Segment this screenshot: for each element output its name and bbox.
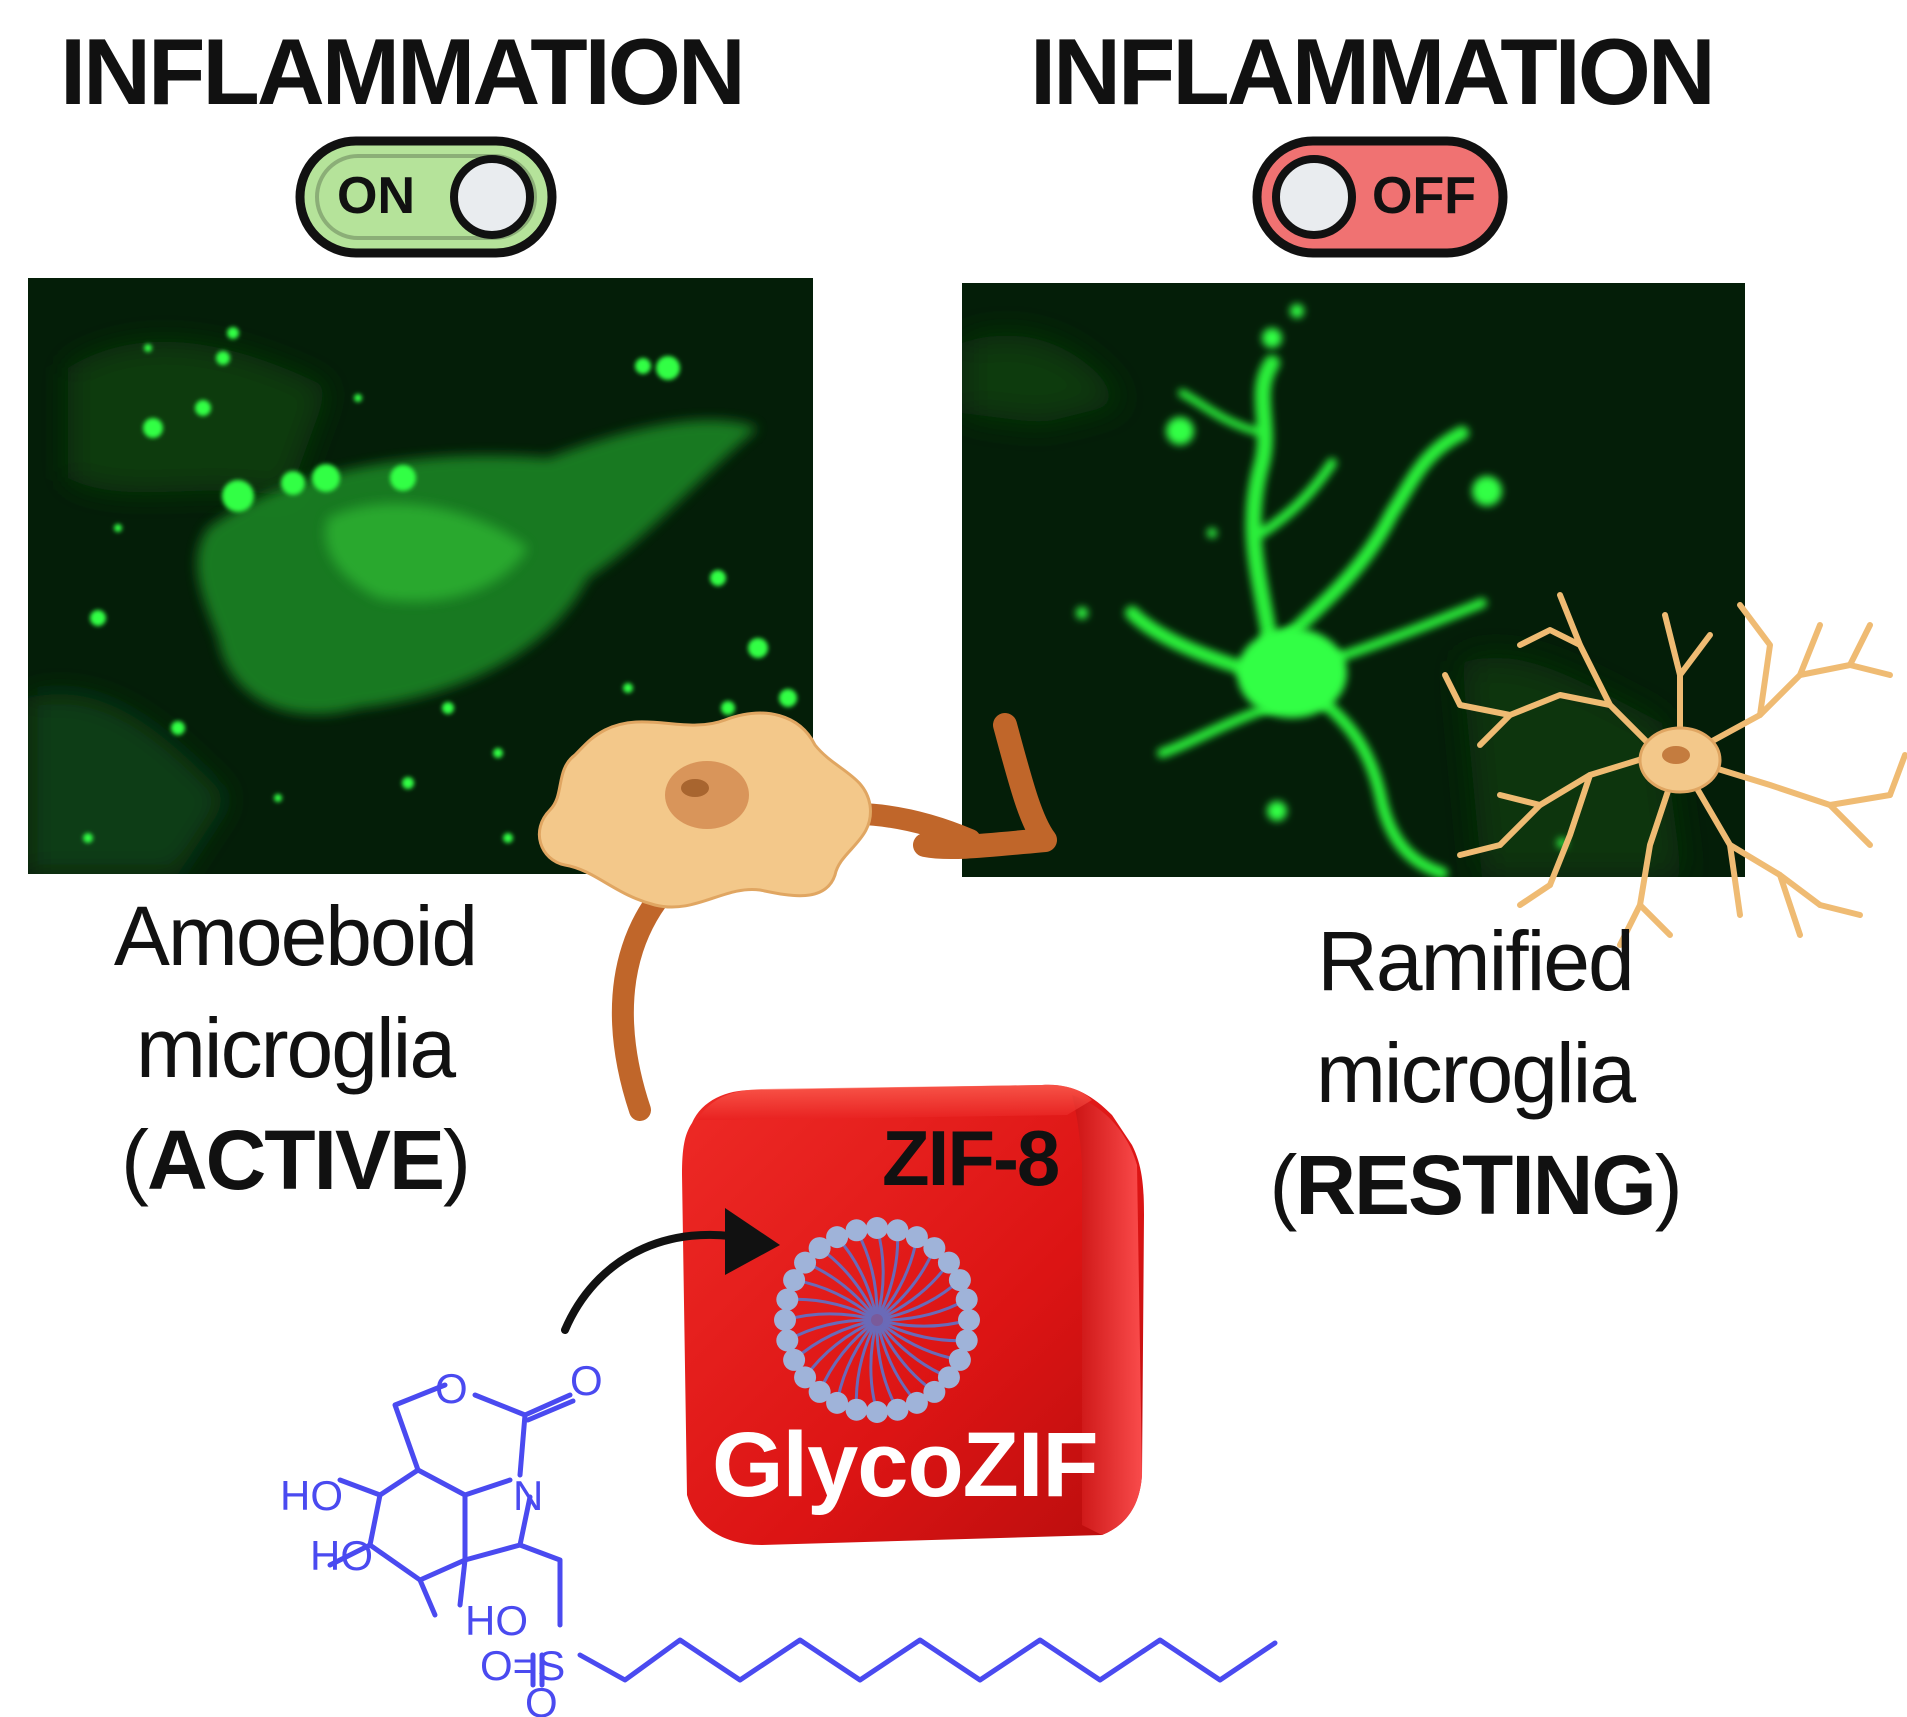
off-toggle-knob-icon (1272, 155, 1356, 239)
curved-arrow-head-icon (913, 713, 1057, 860)
ramified-micrograph (962, 283, 1745, 877)
micelle-head (937, 1251, 960, 1274)
left-caption-state: ACTIVE (146, 1113, 445, 1207)
on-toggle-label: ON (337, 167, 415, 225)
on-toggle-shape (295, 136, 557, 258)
micelle-head (955, 1288, 978, 1311)
glycozif-label: GlycoZIF (712, 1414, 1099, 1516)
micelle-head (958, 1309, 980, 1331)
atom-ho-2: HO (310, 1532, 373, 1579)
micelle-head (826, 1226, 849, 1249)
micelle-head (783, 1348, 806, 1371)
microglia-processes (1125, 355, 1487, 877)
micelle-head (905, 1391, 928, 1414)
micelle-head (955, 1329, 978, 1352)
micelle-head (905, 1226, 928, 1249)
ramified-nucleus (1662, 746, 1690, 764)
right-title: INFLAMMATION (1030, 19, 1716, 124)
micelle-head (948, 1348, 971, 1371)
molecule-atom-labels: O O N HO HO HO O=S O O (280, 1357, 603, 1717)
left-caption-line1: Amoeboid (113, 889, 478, 983)
micelle-head (794, 1366, 817, 1389)
micelle-head (776, 1288, 799, 1311)
micelle-head (845, 1398, 868, 1421)
micelle-icon (774, 1217, 980, 1423)
right-caption-close: ) (1654, 1138, 1683, 1232)
right-caption-line1: Ramified (1317, 914, 1634, 1008)
micelle-head (937, 1366, 960, 1389)
micelle-head (774, 1309, 796, 1331)
micelle-head (794, 1251, 817, 1274)
atom-o-ring: O (435, 1365, 468, 1412)
micelle-head (886, 1219, 909, 1242)
small-black-arrow-icon (561, 1208, 780, 1334)
amoeboid-cell-icon (537, 711, 872, 909)
right-caption-line2: microglia (1315, 1026, 1636, 1120)
micelle-core (871, 1314, 883, 1326)
zif8-label: ZIF-8 (882, 1114, 1060, 1202)
left-caption-open: ( (121, 1113, 149, 1207)
micelle-head (826, 1391, 849, 1414)
fluorescent-dots (83, 327, 797, 843)
off-toggle-shape (1252, 136, 1508, 258)
left-caption-close: ) (443, 1113, 471, 1207)
microglia-soma (1237, 628, 1347, 718)
atom-o-carbonyl: O (570, 1357, 603, 1404)
micelle-head (845, 1219, 868, 1242)
off-toggle: OFF (1252, 136, 1508, 258)
left-caption-state-line: (ACTIVE) (60, 1104, 530, 1216)
glycozif-cube: ZIF-8 GlycoZIF (672, 1075, 1152, 1555)
atom-o-bottom: O (525, 1679, 558, 1717)
micelle-head (948, 1269, 971, 1292)
micelle-head (886, 1398, 909, 1421)
micelle-head (923, 1237, 946, 1260)
on-toggle-knob-icon (450, 155, 534, 239)
off-toggle-label: OFF (1372, 167, 1476, 225)
atom-ho-1: HO (280, 1472, 343, 1519)
left-caption: Amoeboid microglia (ACTIVE) (60, 880, 530, 1216)
micelle-head (808, 1237, 831, 1260)
right-caption-state: RESTING (1295, 1138, 1656, 1232)
left-caption-line2: microglia (135, 1001, 456, 1095)
on-toggle: ON (295, 136, 557, 258)
left-title: INFLAMMATION (60, 19, 746, 124)
micelle-head (866, 1217, 888, 1239)
micelle-head (923, 1380, 946, 1403)
right-caption-open: ( (1269, 1138, 1297, 1232)
atom-o-s: O=S (480, 1642, 565, 1689)
atom-ho-3: HO (465, 1597, 528, 1644)
glycolipid-molecule: O O N HO HO HO O=S O O (280, 1357, 1278, 1717)
amoeboid-nucleus (665, 761, 749, 829)
micelle-head (866, 1401, 888, 1423)
ramified-cell-icon (1442, 592, 1907, 948)
micelle-head (783, 1269, 806, 1292)
right-caption: Ramified microglia (RESTING) (1215, 905, 1735, 1241)
micelle-head (776, 1329, 799, 1352)
right-caption-state-line: (RESTING) (1215, 1129, 1735, 1241)
micelle-head (808, 1380, 831, 1403)
atom-n: N (513, 1472, 543, 1519)
